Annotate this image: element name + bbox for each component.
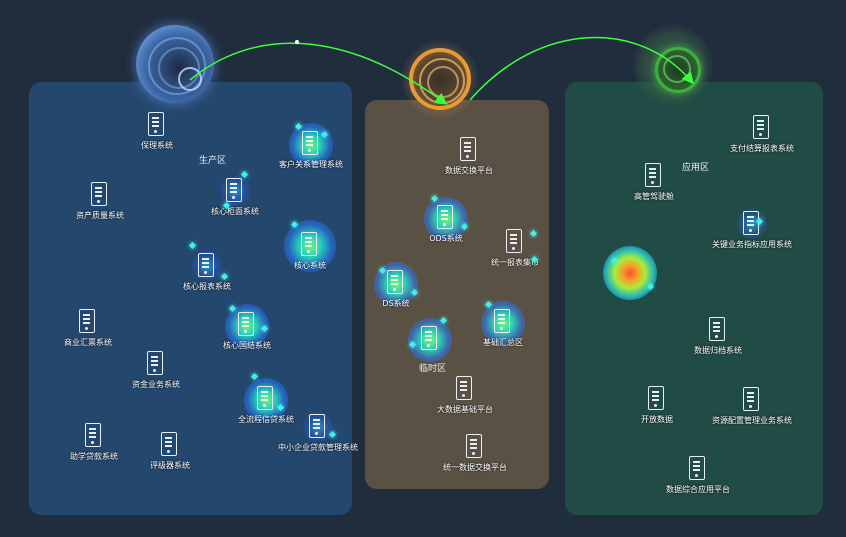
- server-icon: [743, 387, 759, 411]
- zone-label-application: 应用区: [682, 163, 710, 173]
- server-icon: [437, 205, 453, 229]
- server-icon: [309, 414, 325, 438]
- application-portal: [633, 25, 713, 105]
- server-icon: [689, 456, 705, 480]
- node-label: 数据归档系统: [694, 346, 742, 355]
- node-label: 统一报表集市: [491, 258, 539, 267]
- node-label: 资源配置管理业务系统: [712, 416, 792, 425]
- server-icon: [301, 232, 317, 256]
- server-icon: [226, 178, 242, 202]
- node-label: 基础汇总区: [483, 338, 523, 347]
- node-label: 核心柜面系统: [211, 207, 259, 216]
- zone-label-temporary: 临时区: [419, 364, 447, 374]
- exchange-to-application-arrow: [469, 36, 694, 101]
- server-icon: [148, 112, 164, 136]
- server-icon: [648, 386, 664, 410]
- node-label: 数据综合应用平台: [666, 485, 730, 494]
- production-portal: [136, 25, 214, 103]
- server-icon: [91, 182, 107, 206]
- server-icon: [198, 253, 214, 277]
- server-icon: [85, 423, 101, 447]
- node-label: 资金业务系统: [132, 380, 180, 389]
- server-icon: [494, 309, 510, 333]
- node-label: 核心系统: [294, 261, 326, 270]
- server-icon: [506, 229, 522, 253]
- production-to-exchange-arrow: [189, 42, 448, 105]
- node-label: 客户关系管理系统: [279, 160, 343, 169]
- node-label: 核心报表系统: [183, 282, 231, 291]
- server-icon: [466, 434, 482, 458]
- node-label: 开放数据: [641, 415, 673, 424]
- server-icon: [456, 376, 472, 400]
- node-label: 全流程信贷系统: [238, 415, 294, 424]
- node-label: 大数据基础平台: [437, 405, 493, 414]
- server-icon: [460, 137, 476, 161]
- server-icon: [645, 163, 661, 187]
- node-label: 统一数据交换平台: [443, 463, 507, 472]
- server-icon: [709, 317, 725, 341]
- node-label: DS系统: [382, 299, 410, 308]
- server-icon: [79, 309, 95, 333]
- node-label: 助学贷款系统: [70, 452, 118, 461]
- server-icon: [147, 351, 163, 375]
- node-label: 评级器系统: [150, 461, 190, 470]
- server-icon: [257, 386, 273, 410]
- node-label: 支付结算报表系统: [730, 144, 794, 153]
- server-icon: [302, 131, 318, 155]
- node-label: 核心国结系统: [223, 341, 271, 350]
- zone-label-production: 生产区: [199, 156, 227, 166]
- exchange-portal: [401, 40, 479, 118]
- server-icon: [238, 312, 254, 336]
- server-icon: [387, 270, 403, 294]
- node-label: 关键业务指标应用系统: [712, 240, 792, 249]
- server-icon: [421, 326, 437, 350]
- server-icon: [161, 432, 177, 456]
- server-icon: [753, 115, 769, 139]
- node-label: 商业汇票系统: [64, 338, 112, 347]
- node-label: 资产质量系统: [76, 211, 124, 220]
- node-label: 数据交换平台: [445, 166, 493, 175]
- node-label: 高管驾驶舱: [634, 192, 674, 201]
- node-label: 保理系统: [141, 141, 173, 150]
- node-label: 中小企业贷款管理系统: [278, 443, 358, 452]
- node-label: ODS系统: [429, 234, 463, 243]
- application-zone-panel: [565, 82, 823, 515]
